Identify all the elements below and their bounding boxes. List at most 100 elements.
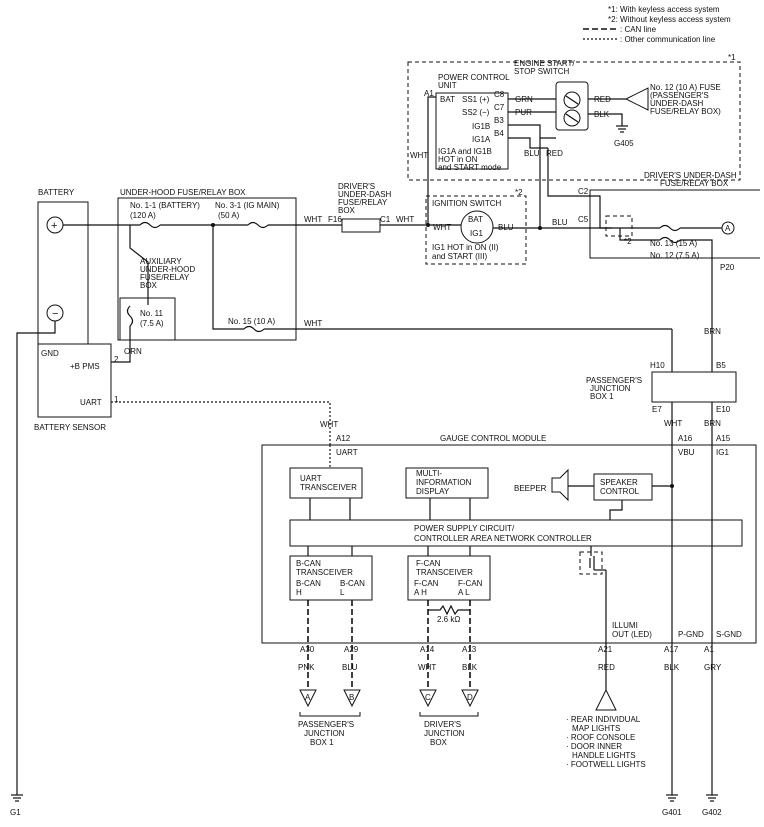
sensor-uart-pin: 1 — [114, 395, 119, 404]
dash-internal-wire — [590, 195, 612, 229]
can-connector-a: A — [299, 689, 317, 708]
pcu-l1: POWER CONTROL — [438, 73, 510, 82]
sensor-pms: +B PMS — [70, 362, 100, 371]
pcu-l2: UNIT — [438, 81, 457, 90]
speaker-control-box — [593, 473, 653, 501]
pcu-ss1: SS1 (+) — [462, 95, 490, 104]
pjb-wht: WHT — [664, 419, 682, 428]
fuse-15-symbol — [243, 325, 265, 333]
pjb-bottom-l2: JUNCTION — [304, 729, 345, 738]
wire-brn-1: BRN — [704, 327, 721, 336]
bcan-lo2: L — [340, 588, 345, 597]
pin-a29: A29 — [344, 645, 359, 654]
passenger-junction-box: PASSENGER'S JUNCTION BOX 1 H10 B5 E7 E10 — [586, 361, 737, 414]
sensor-title: BATTERY SENSOR — [34, 423, 106, 432]
pjb-brn: BRN — [704, 419, 721, 428]
djb-bottom-l3: BOX — [430, 738, 448, 747]
battery-minus: − — [52, 308, 58, 320]
connector-a: A — [725, 224, 731, 233]
bottom-connectors: A30 A29 A14 A13 A21 A17 A1 PNK BLU WHT B… — [298, 645, 722, 672]
legend-note-2: *2: Without keyless access system — [608, 15, 731, 24]
wire-wht-b: WHT — [418, 663, 436, 672]
wire-blu-2: BLU — [552, 218, 568, 227]
junction-dot — [426, 223, 430, 227]
ign-note-2: and START (III) — [432, 252, 487, 261]
gcm-a12: A12 — [336, 434, 351, 443]
fuse12-l3: UNDER-DASH — [650, 99, 704, 108]
illumi-l1: ILLUMI — [612, 621, 638, 630]
legend-other-line: : Other communication line — [620, 35, 716, 44]
wire-blu-b: BLU — [342, 663, 358, 672]
aux-l4: BOX — [140, 281, 158, 290]
ess-ground-wire — [588, 113, 623, 126]
fuse-12b-symbol — [659, 236, 681, 244]
wire-wht-1: WHT — [304, 215, 322, 224]
gcm-vbu: VBU — [678, 448, 695, 457]
conn-c: C — [425, 693, 431, 702]
power-control-unit: POWER CONTROL UNIT A1 BAT SS1 (+) SS2 (−… — [424, 73, 510, 172]
ground-label-g1: G1 — [10, 808, 21, 817]
ig1a-wire — [508, 137, 548, 149]
ign-body — [460, 210, 494, 244]
fcan-h1: F-CAN — [414, 579, 439, 588]
ground-label-g405: G405 — [614, 139, 634, 148]
ign-bat: BAT — [468, 215, 483, 224]
djb-bottom-l2: JUNCTION — [424, 729, 465, 738]
pin-a21: A21 — [598, 645, 613, 654]
dash-big-l1: DRIVER'S UNDER-DASH — [644, 171, 737, 180]
fuse-1-rating: (120 A) — [130, 211, 156, 220]
sensor-pms-pin: 2 — [114, 355, 119, 364]
dash-big-box — [589, 189, 760, 259]
pcu-bat: BAT — [440, 95, 455, 104]
uart-tx-l2: TRANSCEIVER — [300, 483, 357, 492]
psu-can-box — [289, 519, 743, 547]
gcm-ig1: IG1 — [716, 448, 729, 457]
underhood-box — [117, 197, 297, 341]
pjb-b5: B5 — [716, 361, 726, 370]
ess-switch-blade — [565, 113, 579, 123]
wire-blk-2: BLK — [664, 663, 680, 672]
connector-b-triangle — [343, 689, 361, 708]
fuse12-l1: No. 12 (10 A) FUSE — [650, 83, 721, 92]
gcm-pgnd: P-GND — [678, 630, 704, 639]
fuse-12b-label: No. 12 (7.5 A) — [650, 251, 700, 260]
lights-5: HANDLE LIGHTS — [572, 751, 636, 760]
gcm-a15: A15 — [716, 434, 731, 443]
fcan-lo2: A L — [458, 588, 470, 597]
legend: *1: With keyless access system *2: Witho… — [583, 5, 731, 44]
dash-small-l1: DRIVER'S — [338, 182, 375, 191]
beeper-label: BEEPER — [514, 484, 547, 493]
pcu-note-1: IG1A and IG1B — [438, 147, 492, 156]
wire-wht-uart: WHT — [320, 420, 338, 429]
wire-orn: ORN — [124, 347, 142, 356]
ig1b-wire — [508, 124, 556, 139]
uart-tx-l1: UART — [300, 474, 322, 483]
pin-a14: A14 — [420, 645, 435, 654]
ess-b4: B4 — [494, 129, 504, 138]
gcm-a16: A16 — [678, 434, 693, 443]
fuse-1-label: No. 1-1 (BATTERY) — [130, 201, 200, 210]
dash-small-l3: FUSE/RELAY — [338, 198, 388, 207]
dash-small-l2: UNDER-DASH — [338, 190, 392, 199]
wire-pnk: PNK — [298, 663, 315, 672]
pjb-h10: H10 — [650, 361, 665, 370]
driver-dash-box-big: DRIVER'S UNDER-DASH FUSE/RELAY BOX C2 C5… — [578, 171, 760, 272]
termination-resistor — [428, 604, 470, 616]
pjb-l1: PASSENGER'S — [586, 376, 642, 385]
ign-wht: WHT — [433, 223, 451, 232]
aux-rating: (7.5 A) — [140, 319, 164, 328]
battery-title: BATTERY — [38, 188, 75, 197]
ess-l2: STOP SWITCH — [514, 67, 569, 76]
ess-contact — [563, 109, 581, 127]
pjb-bottom-l3: BOX 1 — [310, 738, 334, 747]
conn-a: A — [305, 693, 311, 702]
star2-marker: *2 — [515, 188, 523, 197]
conn-b: B — [349, 693, 354, 702]
psu-l2: CONTROLLER AREA NETWORK CONTROLLER — [414, 534, 592, 543]
lights-2: MAP LIGHTS — [572, 724, 620, 733]
fuse-12b-feed — [619, 228, 660, 241]
spk-l1: SPEAKER — [600, 478, 638, 487]
dash-big-l2: FUSE/RELAY BOX — [660, 179, 729, 188]
battery-ground-wire — [16, 321, 56, 795]
ign-note-1: IG1 HOT in ON (II) — [432, 243, 499, 252]
